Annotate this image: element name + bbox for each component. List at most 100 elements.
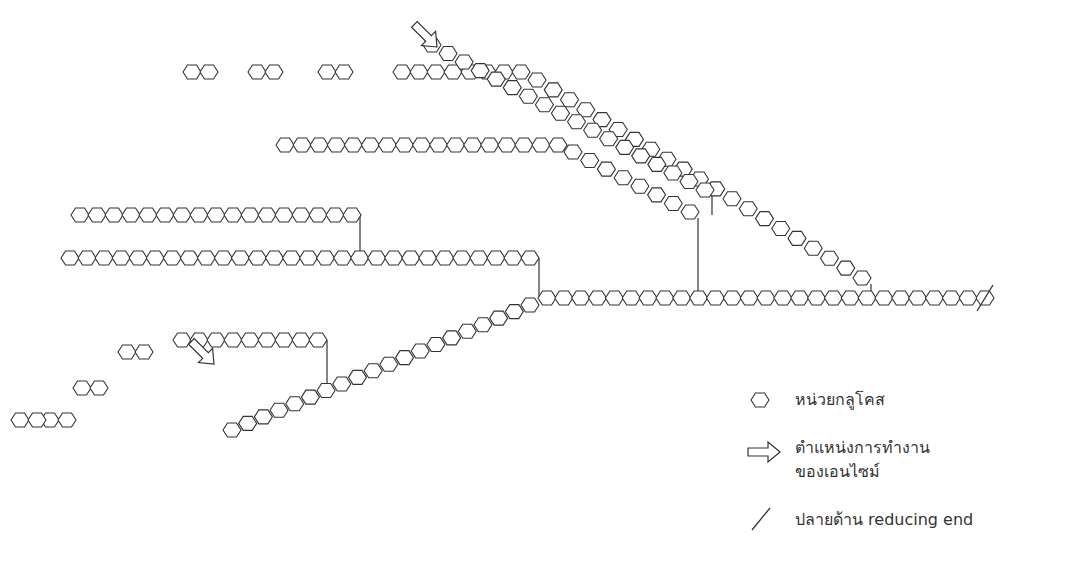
- glucose-hexagon: [183, 65, 201, 79]
- glucose-hexagon: [90, 381, 108, 395]
- glucose-hexagon: [427, 65, 445, 79]
- glucose-hexagon: [464, 138, 482, 152]
- glucose-hexagon: [504, 251, 522, 265]
- glucose-hexagon: [380, 357, 398, 371]
- glucose-hexagon: [436, 251, 454, 265]
- glucose-hexagon: [535, 98, 553, 112]
- glucose-hexagon: [300, 251, 318, 265]
- glucose-hexagon: [739, 202, 757, 216]
- glucose-hexagon: [318, 65, 336, 79]
- glucose-hexagon: [122, 208, 140, 222]
- glucose-hexagon: [544, 83, 562, 97]
- glucose-hexagon: [180, 251, 198, 265]
- glucose-hexagon: [648, 188, 666, 202]
- glucose-hexagon: [351, 251, 369, 265]
- glucose-hexagon: [88, 208, 106, 222]
- glucose-hexagon: [631, 179, 649, 193]
- glucose-hexagon: [455, 55, 473, 69]
- legend-label: ปลายด้าน reducing end: [795, 508, 973, 532]
- glucose-hexagon: [396, 351, 414, 365]
- glucose-hexagon: [600, 132, 618, 146]
- glucose-hexagon: [471, 64, 489, 78]
- glucose-hexagon: [632, 149, 650, 163]
- enzyme-arrows: [184, 17, 444, 371]
- glucose-hexagon: [78, 251, 96, 265]
- branch-link: [697, 218, 698, 298]
- glucose-hexagon: [11, 413, 29, 427]
- glucose-hexagon: [474, 318, 492, 332]
- glucose-hexagon: [112, 251, 130, 265]
- glucose-hexagon: [265, 251, 283, 265]
- glucose-hexagon: [413, 138, 431, 152]
- glucose-hexagon: [368, 251, 386, 265]
- glucose-hexagon: [61, 251, 79, 265]
- glucose-hexagon: [265, 65, 283, 79]
- glucose-hexagon: [875, 291, 893, 305]
- glucose-hexagon: [892, 291, 910, 305]
- glucose-hexagon: [248, 65, 266, 79]
- glucose-hexagon: [696, 183, 714, 197]
- glucose-hexagon: [241, 208, 259, 222]
- glucose-hexagon: [555, 291, 573, 305]
- glucose-hexagon: [156, 208, 174, 222]
- glucose-hexagon: [443, 331, 461, 345]
- glucose-hexagon: [293, 138, 311, 152]
- legend-label: ตำแหน่งการทำงาน ของเอนไซม์: [795, 436, 945, 484]
- glucose-hexagon: [614, 171, 632, 185]
- glucose-hexagon: [808, 291, 826, 305]
- glucose-hexagon: [706, 291, 724, 305]
- glucose-hexagon: [282, 251, 300, 265]
- glucose-hexagon: [512, 65, 530, 79]
- glucose-hexagon: [774, 291, 792, 305]
- glucose-hexagon: [343, 208, 361, 222]
- glucose-hexagon: [515, 138, 533, 152]
- legend-slash: [752, 508, 770, 530]
- glucose-hexagon: [71, 208, 89, 222]
- glucose-hexagon: [173, 333, 191, 347]
- glucose-hexagon: [673, 291, 691, 305]
- glucose-hexagon: [648, 157, 666, 171]
- glucose-hexagon: [519, 89, 537, 103]
- glucose-hexagon: [139, 208, 157, 222]
- glucose-hexagon: [481, 138, 499, 152]
- glucose-hexagon: [214, 251, 232, 265]
- glucose-hexagon: [791, 291, 809, 305]
- glucose-hexagon: [333, 377, 351, 391]
- glucose-hexagon: [824, 291, 842, 305]
- branch-link: [326, 340, 327, 385]
- glucose-hexagon: [581, 154, 599, 168]
- glucose-hexagon: [616, 140, 634, 154]
- glucose-hexagon: [105, 208, 123, 222]
- glucose-hexagon: [378, 138, 396, 152]
- glucose-hexagon: [129, 251, 147, 265]
- glucose-hexagon: [231, 251, 249, 265]
- glucose-hexagon: [447, 138, 465, 152]
- glucose-hexagon: [410, 65, 428, 79]
- glucose-hexagon: [402, 251, 420, 265]
- glucose-hexagon: [503, 81, 521, 95]
- glucose-hexagon: [207, 208, 225, 222]
- glucose-hexagon: [344, 138, 362, 152]
- glucose-hexagon: [538, 291, 556, 305]
- glucose-hexagon: [723, 192, 741, 206]
- glucose-hexagon: [427, 337, 445, 351]
- glucose-hexagon: [605, 291, 623, 305]
- glucose-hexagon: [317, 384, 335, 398]
- glucose-hexagon: [348, 370, 366, 384]
- enzyme-arrow: [184, 334, 221, 371]
- glucose-hexagon: [335, 65, 353, 79]
- glucose-hexagon: [430, 138, 448, 152]
- glucose-hexagon: [310, 138, 328, 152]
- glucose-hexagon: [757, 291, 775, 305]
- glucose-hexagon: [135, 345, 153, 359]
- branch-links: [327, 196, 871, 385]
- glucose-hexagon: [909, 291, 927, 305]
- glucose-hexagon: [723, 291, 741, 305]
- glucose-hexagon: [453, 251, 471, 265]
- glucose-hexagon: [664, 166, 682, 180]
- glucose-units: [11, 38, 994, 437]
- glucose-hexagon: [258, 208, 276, 222]
- glucose-hexagon: [327, 138, 345, 152]
- glucose-hexagon: [788, 231, 806, 245]
- glucose-hexagon: [439, 47, 457, 61]
